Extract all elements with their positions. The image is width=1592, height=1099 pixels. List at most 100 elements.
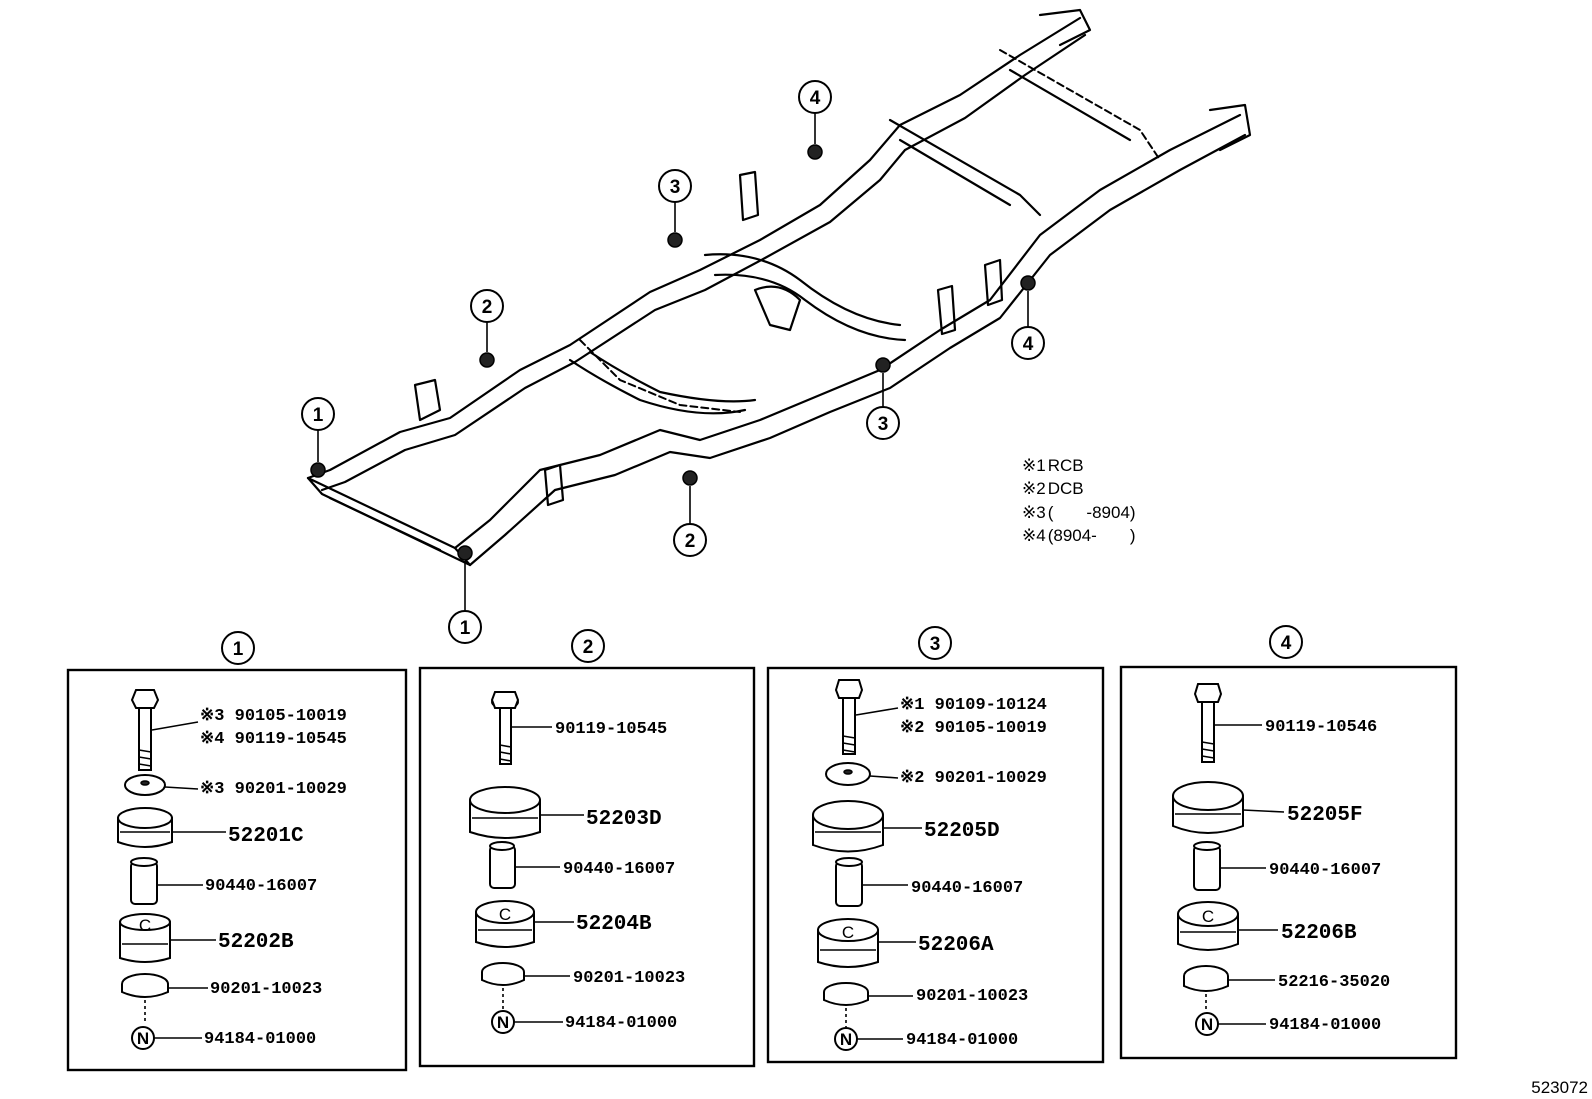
label-text: ※4 bbox=[1022, 526, 1046, 545]
part-label: 90440-16007 bbox=[205, 877, 317, 896]
callout-2-left: 2 bbox=[470, 289, 504, 352]
washer-icon bbox=[823, 982, 869, 1006]
callout-1-front-right: 1 bbox=[448, 561, 482, 644]
part-label: 90201-10023 bbox=[210, 980, 322, 999]
part-label: 52202B bbox=[218, 931, 294, 954]
label-text: 4 bbox=[810, 88, 821, 109]
part-label: 52205F bbox=[1287, 804, 1363, 827]
group-2: 2 90119-10545 52203D 90440-16007 bbox=[418, 629, 756, 1068]
callout-4-left: 4 bbox=[798, 80, 832, 144]
label-text: N bbox=[137, 1029, 149, 1048]
group-3: 3 ※1 90109-10124 ※2 90105-10019 ※2 90201… bbox=[766, 626, 1105, 1064]
bolt-icon bbox=[490, 691, 520, 765]
callout-3-left: 3 bbox=[658, 169, 692, 232]
part-label: 90201-10023 bbox=[573, 969, 685, 988]
group-3-number: 3 bbox=[930, 634, 941, 655]
nut-icon: N bbox=[1195, 1012, 1219, 1036]
note-4: ※4(8904- ) bbox=[1022, 526, 1136, 545]
part-label: 52205D bbox=[924, 820, 1000, 843]
group-1-number: 1 bbox=[233, 639, 244, 660]
part-label: 90201-10023 bbox=[916, 987, 1028, 1006]
part-label: 94184-01000 bbox=[204, 1030, 316, 1049]
label-text: 3 bbox=[670, 177, 681, 198]
label-text: (8904- ) bbox=[1048, 526, 1136, 545]
part-label: ※3 90201-10029 bbox=[200, 780, 347, 799]
cushion-upper-icon bbox=[469, 786, 541, 839]
group-4-box bbox=[1119, 665, 1458, 1060]
bolt-icon bbox=[1193, 683, 1223, 763]
part-label: 52201C bbox=[228, 825, 304, 848]
label-text: 4 bbox=[1023, 334, 1034, 355]
part-label: 52206B bbox=[1281, 922, 1357, 945]
label-text: C bbox=[139, 916, 151, 935]
label-text: N bbox=[497, 1013, 509, 1032]
group-1-box bbox=[66, 668, 408, 1072]
label-text: 1 bbox=[460, 618, 471, 639]
group-2-box bbox=[418, 666, 756, 1068]
label-text: DCB bbox=[1048, 479, 1084, 498]
callout-2-right: 2 bbox=[673, 486, 707, 557]
part-label: ※2 90105-10019 bbox=[900, 719, 1047, 738]
part-label: 52204B bbox=[576, 913, 652, 936]
cushion-lower-icon: C bbox=[119, 913, 171, 963]
part-label: 52216-35020 bbox=[1278, 973, 1390, 992]
label-text: C bbox=[1202, 907, 1214, 926]
collar-icon bbox=[1193, 841, 1221, 891]
nut-icon: N bbox=[834, 1027, 858, 1051]
part-label: 90440-16007 bbox=[1269, 861, 1381, 880]
label-text: 1 bbox=[313, 405, 324, 426]
part-label: 52203D bbox=[586, 808, 662, 831]
washer-icon bbox=[1183, 965, 1229, 992]
label-text: 2 bbox=[685, 531, 696, 552]
washer-icon bbox=[825, 762, 871, 786]
cushion-lower-icon: C bbox=[817, 918, 879, 968]
part-label: 94184-01000 bbox=[1269, 1016, 1381, 1035]
washer-icon bbox=[124, 774, 166, 796]
group-4: 4 90119-10546 52205F 90440-16007 bbox=[1119, 625, 1458, 1060]
part-label: 90119-10546 bbox=[1265, 718, 1377, 737]
callout-3-right: 3 bbox=[866, 373, 900, 440]
label-text: N bbox=[1201, 1015, 1213, 1034]
part-label: 94184-01000 bbox=[565, 1014, 677, 1033]
part-label: 52206A bbox=[918, 934, 994, 957]
label-text: C bbox=[842, 923, 854, 942]
cushion-upper-icon bbox=[1172, 781, 1244, 834]
part-label: 94184-01000 bbox=[906, 1031, 1018, 1050]
part-label: ※3 90105-10019 bbox=[200, 707, 347, 726]
label-text: C bbox=[499, 905, 511, 924]
frame-callouts: 1 1 2 2 3 3 4 bbox=[301, 80, 1045, 644]
part-label: ※4 90119-10545 bbox=[200, 730, 347, 749]
group-2-number: 2 bbox=[583, 637, 594, 658]
nut-icon: N bbox=[491, 1010, 515, 1034]
group-1: 1 ※3 90105-10019 ※4 90119-10545 ※3 90201… bbox=[66, 631, 408, 1072]
label-text: ※2 bbox=[1022, 479, 1046, 498]
label-text: 3 bbox=[878, 414, 889, 435]
part-label: ※2 90201-10029 bbox=[900, 769, 1047, 788]
part-label: ※1 90109-10124 bbox=[900, 696, 1047, 715]
group-3-box bbox=[766, 666, 1105, 1064]
part-label: 90440-16007 bbox=[911, 879, 1023, 898]
label-text: ※1 bbox=[1022, 456, 1046, 475]
collar-icon bbox=[835, 857, 863, 907]
chassis-frame-illustration bbox=[306, 8, 1252, 567]
label-text: N bbox=[840, 1030, 852, 1049]
washer-icon bbox=[481, 962, 525, 986]
callout-4-right: 4 bbox=[1011, 291, 1045, 360]
cushion-upper-icon bbox=[117, 807, 173, 848]
part-label: 90119-10545 bbox=[555, 720, 667, 739]
diagram-number: 523072 bbox=[1531, 1078, 1588, 1097]
label-text: RCB bbox=[1048, 456, 1084, 475]
collar-icon bbox=[130, 857, 158, 905]
bolt-icon bbox=[130, 689, 160, 771]
callout-1-front-left: 1 bbox=[301, 397, 335, 462]
label-text: ※3 bbox=[1022, 503, 1046, 522]
washer-icon bbox=[121, 973, 169, 998]
frame-mount-points bbox=[310, 144, 1036, 561]
cushion-lower-icon: C bbox=[1177, 901, 1239, 951]
label-text: ( -8904) bbox=[1048, 503, 1136, 522]
collar-icon bbox=[489, 841, 516, 889]
part-label: 90440-16007 bbox=[563, 860, 675, 879]
